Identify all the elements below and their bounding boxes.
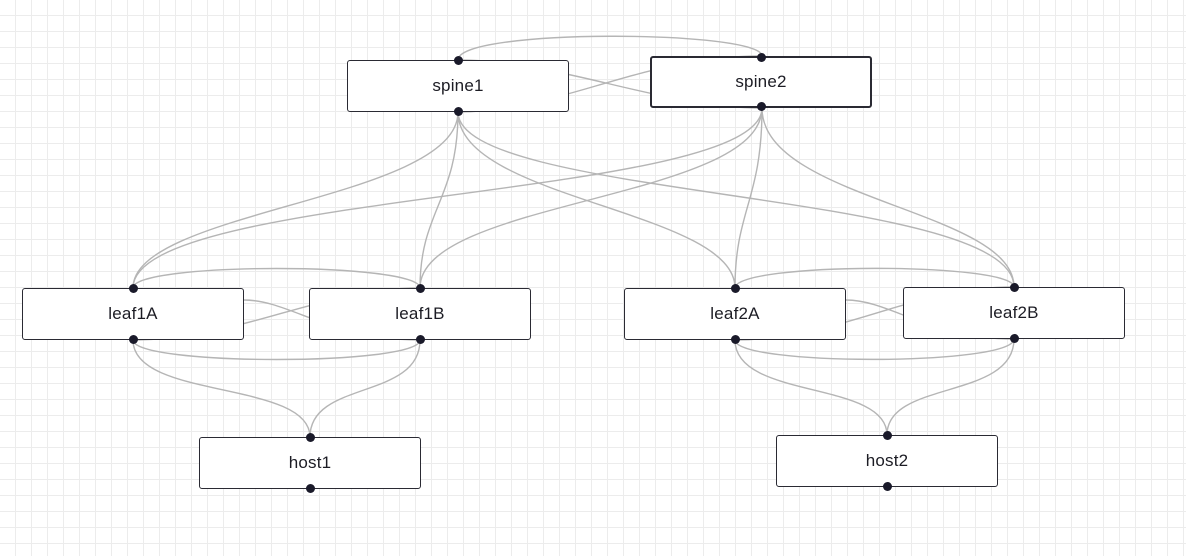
edge-leaf2A-host2[interactable]: [734, 339, 888, 436]
node-leaf2B[interactable]: leaf2B: [903, 283, 1125, 343]
edge-spine1-leaf1A[interactable]: [132, 111, 459, 289]
handle-top-leaf1B[interactable]: [415, 284, 425, 293]
handle-top-spine1[interactable]: [453, 56, 463, 65]
edge-spine2-leaf2A[interactable]: [734, 107, 763, 289]
edge-leaf2B-host2[interactable]: [886, 338, 1015, 436]
node-host2[interactable]: host2: [776, 431, 998, 491]
node-label-leaf1A: leaf1A: [108, 304, 158, 323]
handle-bottom-host1[interactable]: [305, 484, 315, 493]
node-leaf1A[interactable]: leaf1A: [22, 284, 244, 344]
node-label-host1: host1: [288, 453, 332, 472]
edge-spine2-leaf2B[interactable]: [761, 107, 1015, 288]
edge-spine2-leaf1B[interactable]: [419, 107, 763, 289]
edge-spine1-leaf2A[interactable]: [457, 111, 736, 289]
edge-leaf2A-leaf2B-a[interactable]: [734, 267, 1015, 289]
edge-leaf1A-leaf1B-b[interactable]: [132, 339, 421, 361]
node-host1[interactable]: host1: [199, 433, 421, 493]
node-label-spine2: spine2: [735, 72, 787, 91]
handle-top-leaf1A[interactable]: [128, 284, 138, 293]
node-label-spine1: spine1: [432, 76, 484, 95]
handle-bottom-leaf2A[interactable]: [730, 335, 740, 344]
handle-top-spine2[interactable]: [756, 53, 766, 62]
edge-leaf1A-leaf1B-a[interactable]: [132, 267, 421, 289]
node-label-host2: host2: [865, 451, 909, 470]
node-label-leaf2A: leaf2A: [710, 304, 760, 323]
node-label-leaf1B: leaf1B: [395, 304, 445, 323]
edge-spine1-leaf1B[interactable]: [419, 111, 459, 289]
handle-bottom-spine2[interactable]: [756, 102, 766, 111]
handle-bottom-host2[interactable]: [882, 482, 892, 491]
handle-top-host2[interactable]: [882, 431, 892, 440]
handle-bottom-spine1[interactable]: [453, 107, 463, 116]
node-spine2[interactable]: spine2: [650, 53, 872, 111]
edge-leaf1B-host1[interactable]: [309, 339, 421, 438]
edge-leaf1A-host1[interactable]: [132, 339, 311, 438]
handle-bottom-leaf2B[interactable]: [1009, 334, 1019, 343]
handle-top-leaf2B[interactable]: [1009, 283, 1019, 292]
node-spine1[interactable]: spine1: [347, 56, 569, 116]
handle-bottom-leaf1A[interactable]: [128, 335, 138, 344]
handle-bottom-leaf1B[interactable]: [415, 335, 425, 344]
edge-spine1-leaf2B[interactable]: [457, 111, 1015, 288]
edge-spine2-leaf1A[interactable]: [132, 107, 763, 289]
node-leaf2A[interactable]: leaf2A: [624, 284, 846, 344]
node-label-leaf2B: leaf2B: [989, 303, 1039, 322]
node-leaf1B[interactable]: leaf1B: [309, 284, 531, 344]
edge-leaf2A-leaf2B-b[interactable]: [734, 338, 1015, 361]
handle-top-leaf2A[interactable]: [730, 284, 740, 293]
handle-top-host1[interactable]: [305, 433, 315, 442]
